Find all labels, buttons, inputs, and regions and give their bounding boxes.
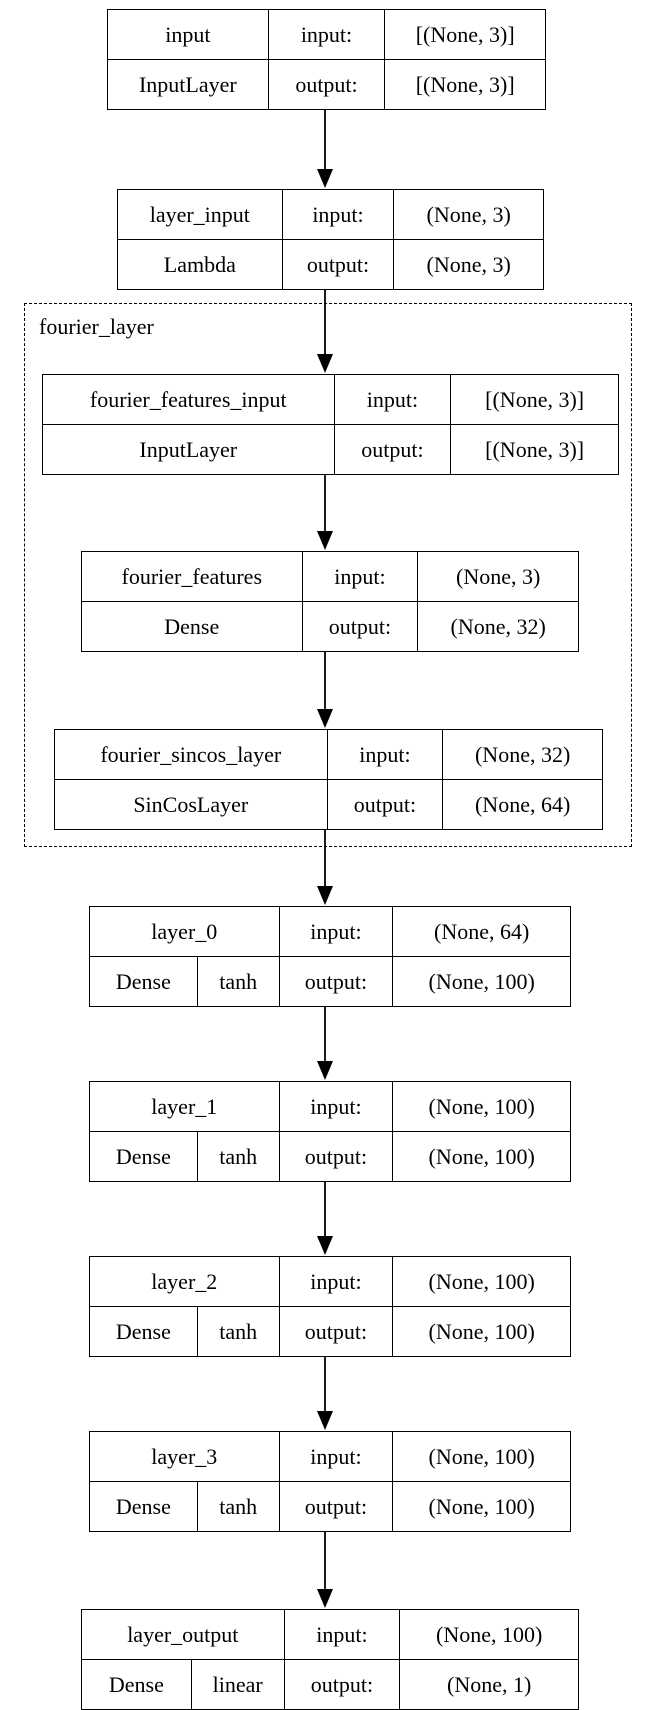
input-label: input: bbox=[281, 189, 395, 240]
output-label: output: bbox=[283, 1659, 401, 1710]
output-shape: (None, 3) bbox=[393, 239, 544, 290]
output-shape: (None, 32) bbox=[417, 601, 579, 652]
output-shape: (None, 1) bbox=[399, 1659, 579, 1710]
output-label: output: bbox=[281, 239, 395, 290]
layer-class: SinCosLayer bbox=[54, 779, 328, 830]
output-shape: [(None, 3)] bbox=[450, 424, 619, 475]
input-label: input: bbox=[283, 1609, 401, 1660]
layer-class: Dense bbox=[81, 601, 303, 652]
input-shape: (None, 32) bbox=[442, 729, 603, 780]
output-label: output: bbox=[278, 1306, 394, 1357]
arrowhead-icon bbox=[317, 169, 333, 188]
layer-class: Dense bbox=[81, 1659, 192, 1710]
output-shape: [(None, 3)] bbox=[384, 59, 546, 110]
output-shape: (None, 100) bbox=[392, 1306, 571, 1357]
layer-class: InputLayer bbox=[42, 424, 335, 475]
input-shape: (None, 64) bbox=[392, 906, 571, 957]
arrowhead-icon bbox=[317, 1411, 333, 1430]
output-label: output: bbox=[278, 956, 394, 1007]
layer-name: fourier_sincos_layer bbox=[54, 729, 328, 780]
input-label: input: bbox=[267, 9, 386, 60]
layer-activation: tanh bbox=[196, 956, 280, 1007]
input-label: input: bbox=[301, 551, 419, 602]
layer-name: layer_2 bbox=[89, 1256, 280, 1307]
input-shape: (None, 100) bbox=[392, 1081, 571, 1132]
output-shape: (None, 64) bbox=[442, 779, 603, 830]
layer-name: layer_3 bbox=[89, 1431, 280, 1482]
layer-activation: tanh bbox=[196, 1131, 280, 1182]
arrowhead-icon bbox=[317, 1589, 333, 1608]
arrowhead-icon bbox=[317, 709, 333, 728]
layer-class: Dense bbox=[89, 1481, 198, 1532]
layer-activation: tanh bbox=[196, 1481, 280, 1532]
output-label: output: bbox=[326, 779, 444, 830]
layer-class: InputLayer bbox=[107, 59, 269, 110]
layer-class: Dense bbox=[89, 1131, 198, 1182]
layer-class: Lambda bbox=[117, 239, 283, 290]
layer-name: layer_0 bbox=[89, 906, 280, 957]
input-shape: [(None, 3)] bbox=[384, 9, 546, 60]
arrowhead-icon bbox=[317, 1236, 333, 1255]
layer-class: Dense bbox=[89, 956, 198, 1007]
layer-name: fourier_features bbox=[81, 551, 303, 602]
output-label: output: bbox=[278, 1131, 394, 1182]
layer-name: layer_output bbox=[81, 1609, 285, 1660]
input-shape: [(None, 3)] bbox=[450, 374, 619, 425]
arrowhead-icon bbox=[317, 354, 333, 373]
input-label: input: bbox=[333, 374, 452, 425]
input-shape: (None, 3) bbox=[393, 189, 544, 240]
cluster-fourier-layer: fourier_layer bbox=[24, 303, 632, 847]
layer-activation: linear bbox=[190, 1659, 285, 1710]
input-label: input: bbox=[326, 729, 444, 780]
layer-name: layer_1 bbox=[89, 1081, 280, 1132]
input-label: input: bbox=[278, 1431, 394, 1482]
arrowhead-icon bbox=[317, 531, 333, 550]
layer-activation: tanh bbox=[196, 1306, 280, 1357]
output-shape: (None, 100) bbox=[392, 956, 571, 1007]
input-shape: (None, 100) bbox=[399, 1609, 579, 1660]
layer-class: Dense bbox=[89, 1306, 198, 1357]
layer-name: input bbox=[107, 9, 269, 60]
arrowhead-icon bbox=[317, 886, 333, 905]
output-label: output: bbox=[267, 59, 386, 110]
cluster-label: fourier_layer bbox=[39, 314, 154, 339]
output-shape: (None, 100) bbox=[392, 1131, 571, 1182]
output-label: output: bbox=[333, 424, 452, 475]
input-shape: (None, 3) bbox=[417, 551, 579, 602]
layer-name: layer_input bbox=[117, 189, 283, 240]
output-label: output: bbox=[301, 601, 419, 652]
input-label: input: bbox=[278, 906, 394, 957]
layer-name: fourier_features_input bbox=[42, 374, 335, 425]
input-label: input: bbox=[278, 1081, 394, 1132]
arrowhead-icon bbox=[317, 1061, 333, 1080]
input-shape: (None, 100) bbox=[392, 1431, 571, 1482]
output-label: output: bbox=[278, 1481, 394, 1532]
input-label: input: bbox=[278, 1256, 394, 1307]
input-shape: (None, 100) bbox=[392, 1256, 571, 1307]
output-shape: (None, 100) bbox=[392, 1481, 571, 1532]
